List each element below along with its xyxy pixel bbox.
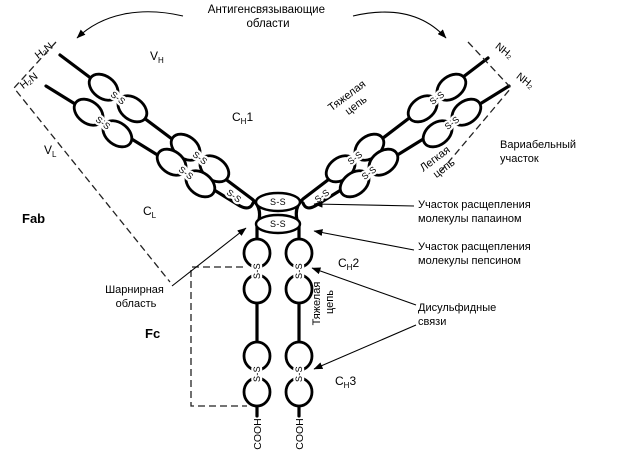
hinge-arrow [171, 227, 247, 287]
ss-label-hinge-lower: S-S [270, 219, 286, 229]
ss-label-hinge-upper: S-S [270, 197, 286, 207]
cooh-right-label: COOH [294, 418, 306, 450]
light-chain-arm-label: Легкая цепь [418, 142, 463, 185]
vl-left-lobe-2 [101, 119, 134, 149]
vh-right-lobe-1 [435, 72, 468, 102]
ch2-right-lobe-1 [284, 237, 314, 269]
domain-lobes [72, 72, 483, 408]
cl-left-lobe-2 [184, 169, 217, 199]
cl-right-lobe-1 [367, 147, 400, 177]
variable-region-label: Вариабельный участок [500, 139, 579, 165]
vh-left-lobe-1 [87, 72, 120, 102]
domain-labels: VH VL CH1 CL CH2 CH3 [44, 49, 359, 390]
ch3-right-lobe-2 [284, 376, 314, 408]
hinge-loop-upper [254, 191, 302, 213]
papain-arrow [313, 200, 415, 208]
hinge-region-label: Шарнирная область [105, 284, 167, 310]
light-chain-left-path [44, 84, 255, 210]
ch3-left-lobe-2 [242, 376, 272, 408]
pepsin-site-label: Участок расщепления молекулы пепсином [418, 241, 534, 267]
vl-right-lobe-1 [450, 97, 483, 127]
fc-boundary-dashed [190, 266, 247, 407]
cl-right-lobe-2 [338, 169, 371, 199]
disulfide-arrow-ch2 [311, 267, 417, 306]
ss-label-ch2-right: S-S [294, 263, 304, 279]
cooh-left-label: COOH [252, 418, 264, 450]
ch2-label: CH2 [338, 256, 359, 272]
vh-left-lobe-2 [116, 94, 149, 124]
h2n-heavy-left-label: H₂N [33, 40, 56, 61]
hinge-loops [254, 191, 302, 235]
ch2-left-lobe-1 [242, 237, 272, 269]
vh-label: VH [150, 49, 164, 65]
disulfide-arrow-ch3 [313, 324, 417, 370]
vl-right-lobe-2 [421, 119, 454, 149]
ch2-right-lobe-2 [284, 273, 314, 305]
region-boundaries: Fab Fc Вариабельный участок [13, 41, 579, 407]
pepsin-arrow [313, 229, 415, 251]
variable-region-dashed [440, 41, 512, 172]
vh-right-lobe-2 [406, 94, 439, 124]
fc-label: Fc [145, 326, 160, 341]
cl-left-lobe-1 [155, 147, 188, 177]
ch2-left-lobe-2 [242, 273, 272, 305]
fab-label: Fab [22, 211, 45, 226]
nh2-light-right-label: NH₂ [514, 70, 537, 91]
ch3-label: CH3 [335, 374, 356, 390]
ss-label-ch3-left: S-S [252, 366, 262, 382]
ch3-left-lobe-1 [242, 340, 272, 372]
antigen-binding-title: Антигенсвязывающие области [208, 4, 328, 30]
hinge-loop-lower [254, 213, 302, 235]
antigen-binding-arrow-left [76, 11, 184, 39]
annotations: Антигенсвязывающие области Шарнирная обл… [76, 4, 534, 370]
cl-label: CL [143, 204, 157, 220]
ss-label-ch3-right: S-S [294, 366, 304, 382]
heavy-chain-arm-label: Тяжелая цепь [326, 76, 378, 124]
antigen-binding-arrow-right [352, 11, 447, 39]
ch3-right-lobe-1 [284, 340, 314, 372]
h2n-light-left-label: H₂N [18, 70, 41, 91]
antibody-chains [44, 53, 511, 418]
vl-left-lobe-1 [72, 97, 105, 127]
ch1-label: CH1 [232, 110, 253, 126]
ss-label-ch2-left: S-S [252, 263, 262, 279]
papain-site-label: Участок расщепления молекулы папаином [418, 199, 534, 225]
heavy-chain-stem-label: Тяжелая цепь [311, 279, 336, 326]
disulfide-bonds-label: Дисульфидные связи [418, 302, 499, 328]
nh2-heavy-right-label: NH₂ [493, 40, 516, 61]
vl-label: VL [44, 143, 57, 159]
